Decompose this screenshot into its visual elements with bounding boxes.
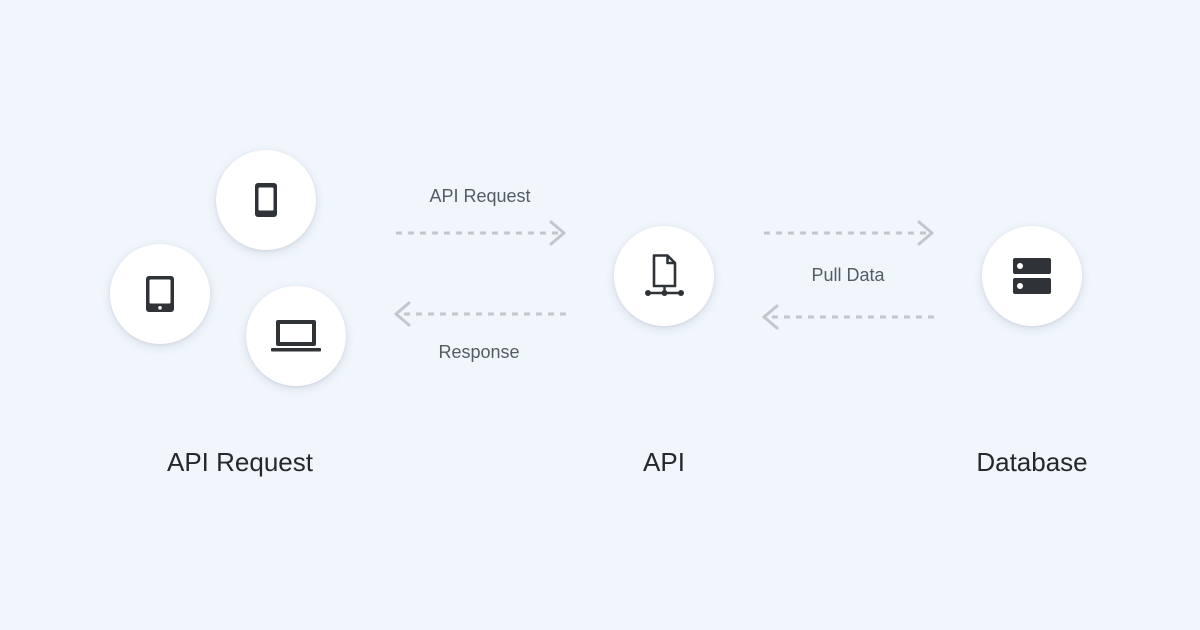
tablet-icon xyxy=(145,275,175,313)
request-arrow xyxy=(396,220,566,246)
database-section-label: Database xyxy=(976,447,1088,477)
pull-data-flow-label: Pull Data xyxy=(811,265,885,285)
api-document-network-icon xyxy=(644,254,684,298)
database-node xyxy=(982,226,1082,326)
client-tablet-node xyxy=(110,244,210,344)
pull-request-arrow xyxy=(764,220,934,246)
client-phone-node xyxy=(216,150,316,250)
clients-section-label: API Request xyxy=(167,447,313,477)
smartphone-icon xyxy=(254,182,278,218)
laptop-icon xyxy=(270,318,322,354)
response-arrow xyxy=(394,301,566,327)
response-flow-label: Response xyxy=(438,342,520,362)
pull-response-arrow xyxy=(762,304,934,330)
api-node xyxy=(614,226,714,326)
api-section-label: API xyxy=(643,447,685,477)
client-laptop-node xyxy=(246,286,346,386)
database-server-icon xyxy=(1012,256,1052,296)
request-flow-label: API Request xyxy=(429,186,531,206)
